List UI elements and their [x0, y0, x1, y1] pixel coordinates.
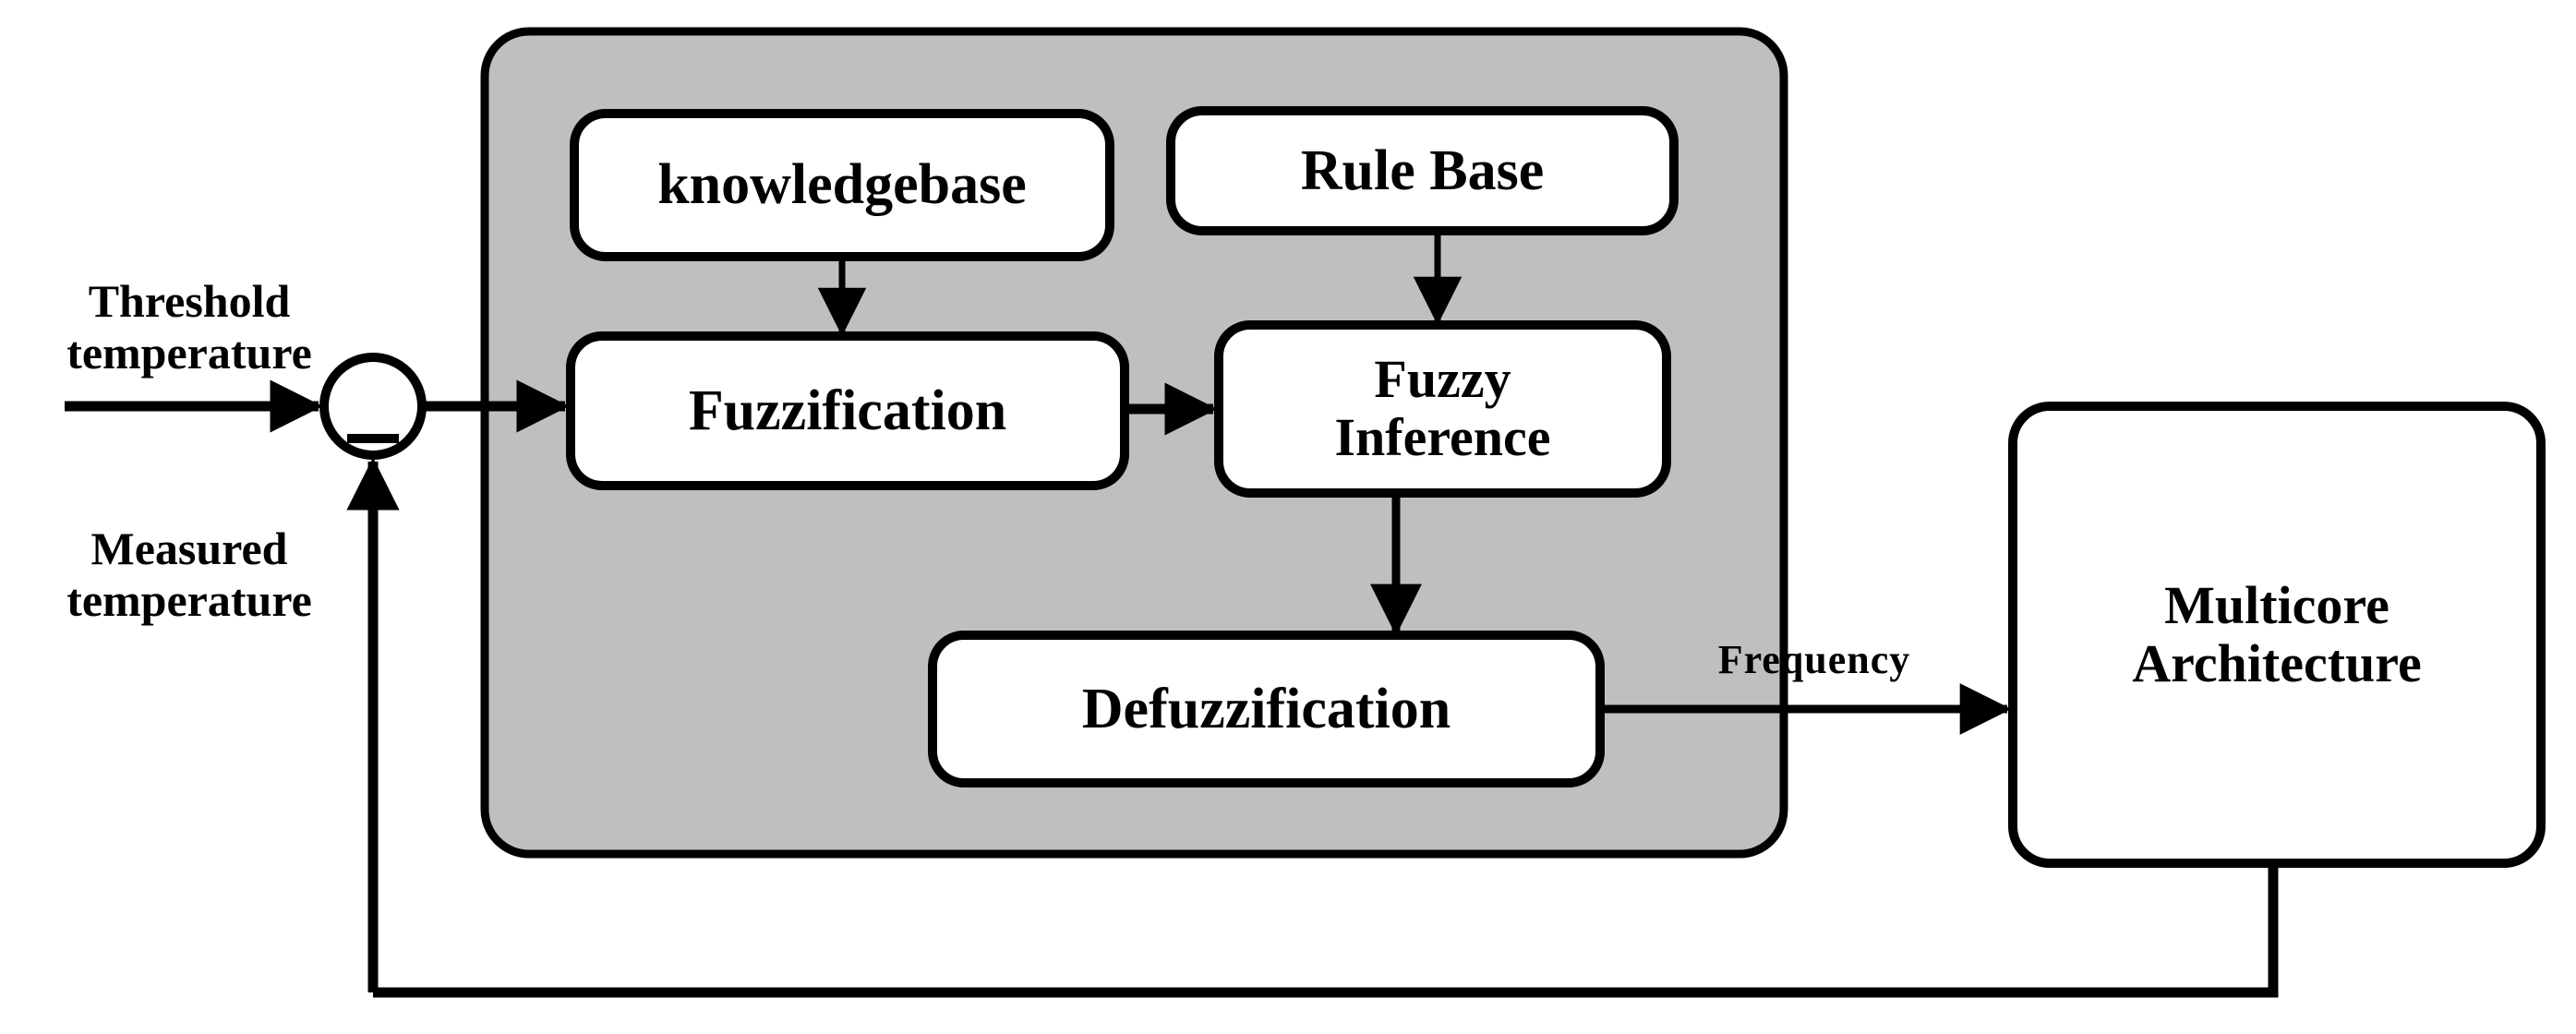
node-multicore-architecture[interactable] [2008, 402, 2546, 868]
label-threshold-temperature: Threshold temperature [66, 275, 312, 379]
label-frequency: Frequency [1717, 637, 1911, 682]
node-fuzzy-inference[interactable] [1214, 320, 1671, 498]
summing-junction[interactable] [319, 353, 427, 460]
edge-multicore-feedback [373, 863, 2279, 998]
minus-sign-icon [347, 434, 399, 443]
node-knowledgebase[interactable] [570, 109, 1114, 261]
node-rule-base[interactable] [1166, 106, 1679, 235]
node-defuzzification[interactable] [928, 631, 1605, 788]
label-measured-temperature: Measured temperature [66, 523, 312, 626]
node-fuzzification[interactable] [566, 331, 1129, 490]
